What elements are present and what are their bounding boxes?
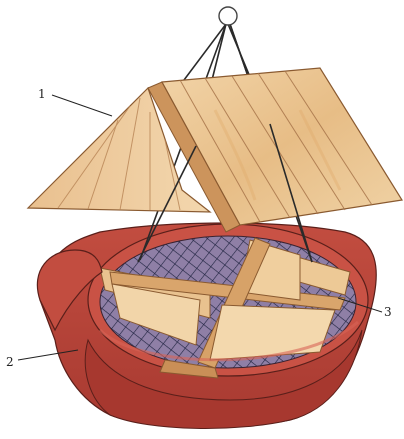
callout-1: 1 — [38, 87, 112, 116]
hanging-ring-icon — [219, 7, 237, 25]
callout-label-2: 2 — [6, 355, 14, 369]
callout-label-3: 3 — [384, 305, 392, 319]
callout-label-1: 1 — [38, 87, 46, 101]
roof — [28, 68, 402, 232]
